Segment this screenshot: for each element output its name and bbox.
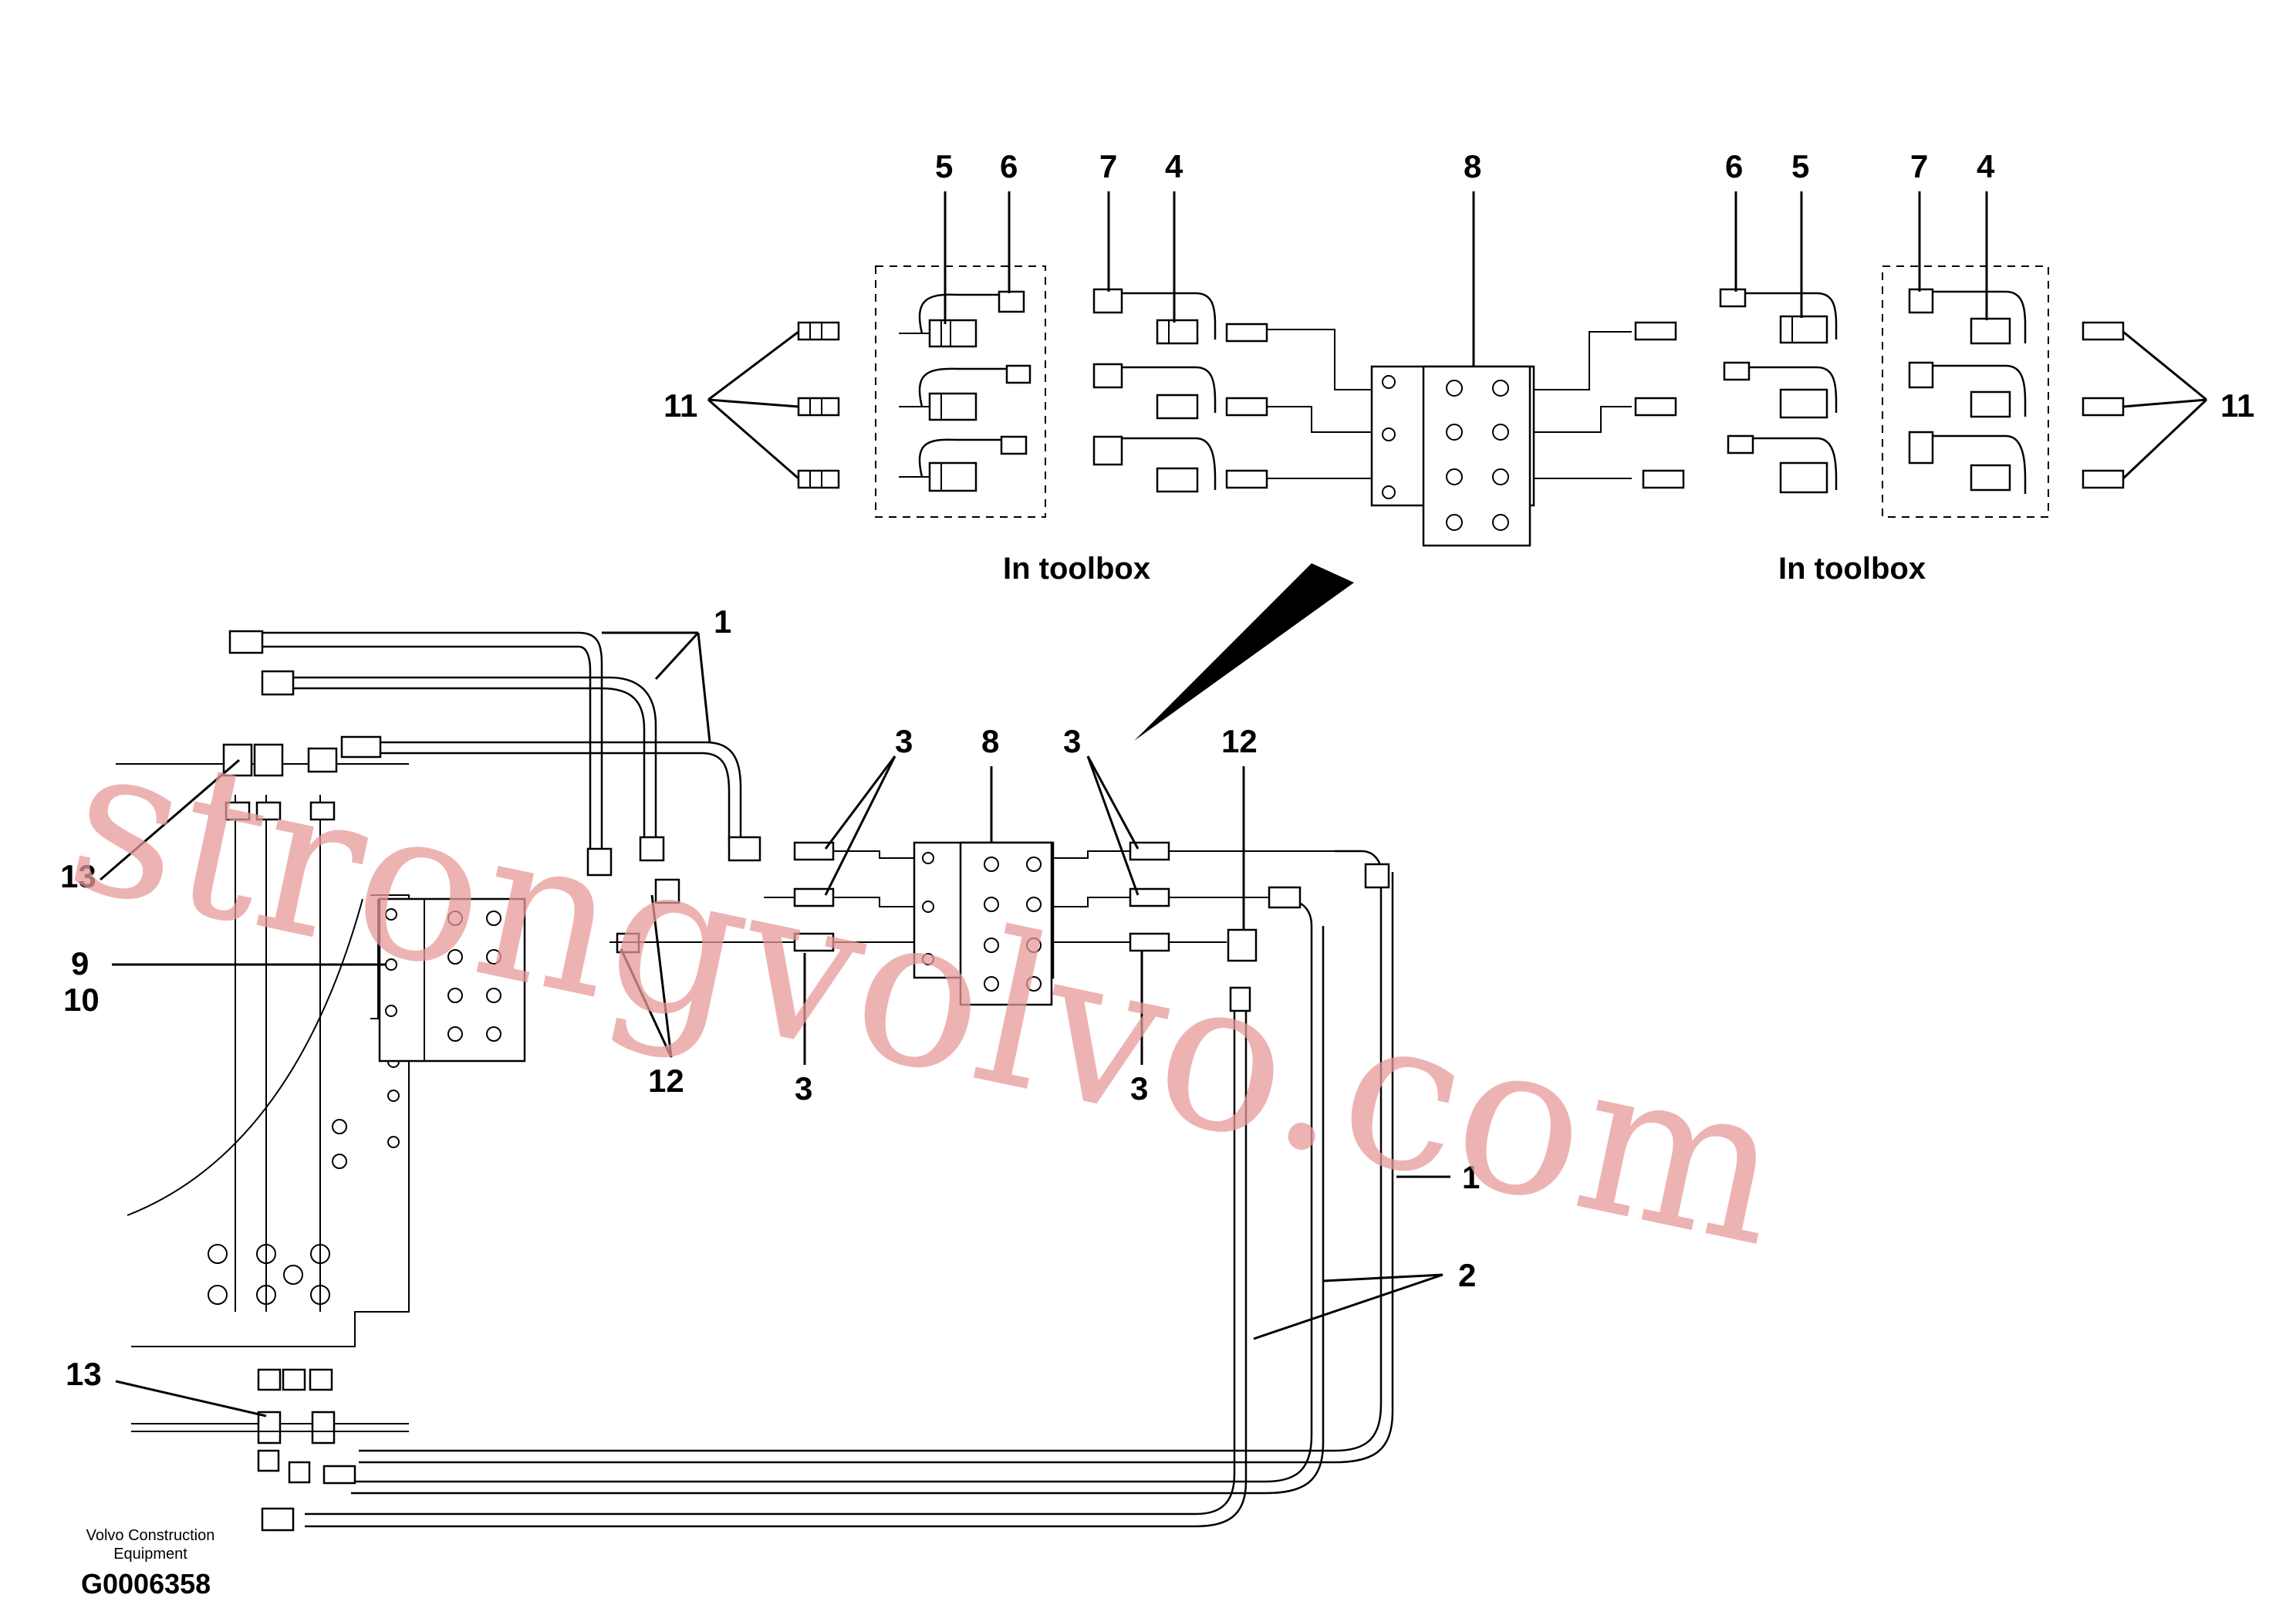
label-9: 9: [71, 945, 89, 982]
label-7-left: 7: [1099, 148, 1117, 184]
caption-toolbox-right: In toolbox: [1778, 552, 1926, 586]
upper-fittings-13: [222, 743, 338, 821]
leader-2: [1253, 1273, 1443, 1340]
label-8-detail: 8: [1464, 148, 1481, 184]
lower-fittings-13: [131, 1368, 409, 1532]
nipple-11-left-top: [797, 321, 840, 341]
hose-group-2: [305, 850, 1394, 1528]
leader-3-top-left: [824, 755, 896, 896]
footer-company-line2: Equipment: [113, 1546, 187, 1563]
label-6-right: 6: [1725, 148, 1743, 184]
nipples-3-left: [609, 841, 914, 952]
loose-set-center-left: [1092, 288, 1268, 493]
toolbox-left-frame: [875, 265, 1046, 518]
label-12-left: 12: [648, 1063, 684, 1099]
label-1-top: 1: [714, 603, 731, 640]
elbow-12-right: [1227, 928, 1258, 962]
label-13-lower: 13: [66, 1356, 102, 1392]
nipple-11-left-bot: [797, 469, 840, 489]
label-6-left: 6: [1000, 148, 1018, 184]
caption-toolbox-left: In toolbox: [1003, 552, 1150, 586]
label-12-right: 12: [1221, 723, 1258, 759]
label-2: 2: [1458, 1257, 1476, 1293]
detail-pointer-wedge: [1134, 563, 1354, 741]
label-4-left: 4: [1165, 148, 1183, 184]
label-5-right: 5: [1791, 148, 1809, 184]
toolbox-left-detail: [797, 265, 1046, 518]
bracket-plate-8: [913, 841, 1055, 1006]
leader-13-lower: [115, 1380, 267, 1418]
label-11-left: 11: [663, 387, 697, 424]
label-1-right: 1: [1462, 1159, 1480, 1195]
label-8-main: 8: [981, 723, 999, 759]
leader-3-top-right: [1086, 755, 1140, 896]
label-13-upper: 13: [60, 858, 96, 894]
label-10: 10: [63, 982, 100, 1018]
nipples-3-right: [1053, 841, 1335, 952]
nipple-11-left-mid: [797, 397, 840, 417]
machine-frame: [116, 763, 410, 1424]
label-3-top-right: 3: [1063, 723, 1081, 759]
bracket-plate-9: [378, 897, 526, 1063]
bracket-plate-8-detail: [1267, 329, 1632, 547]
label-7-right: 7: [1910, 148, 1928, 184]
label-3-bottom-left: 3: [795, 1070, 812, 1107]
leader-11-left: [707, 330, 799, 480]
leader-1-top: [602, 631, 711, 743]
coupling-set-left-b: [899, 364, 1032, 421]
label-11-right: 11: [2220, 387, 2254, 424]
toolbox-right-detail: [1882, 265, 2125, 518]
leader-11-right: [2122, 330, 2208, 480]
coupling-set-left-a: [899, 290, 1025, 348]
leader-13-upper: [100, 759, 240, 881]
label-3-top-left: 3: [895, 723, 913, 759]
drawing-id: G0006358: [81, 1568, 211, 1600]
coupling-set-left-c: [899, 435, 1028, 492]
loose-set-center-right: [1634, 288, 1838, 494]
label-4-right: 4: [1977, 148, 1995, 184]
footer-company-line1: Volvo Construction: [86, 1527, 215, 1544]
leader-12-left: [620, 894, 673, 1058]
label-5-left: 5: [935, 148, 953, 184]
label-3-bottom-right: 3: [1130, 1070, 1148, 1107]
watermark-text: strongvolvo.com: [52, 694, 1802, 1293]
